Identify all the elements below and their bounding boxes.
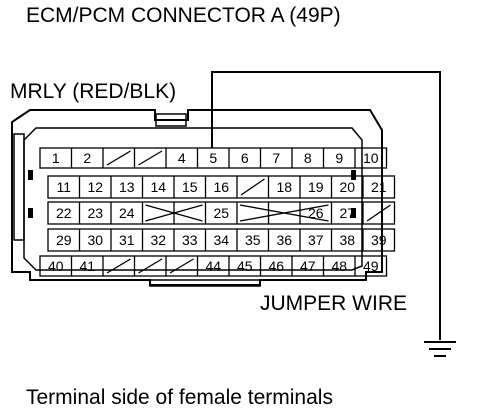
right-notch-bottom xyxy=(351,208,356,218)
terminal-number: 16 xyxy=(213,179,229,195)
terminal-number: 31 xyxy=(119,232,135,248)
empty-terminal-mark xyxy=(106,150,131,166)
terminal-number: 36 xyxy=(276,232,292,248)
empty-terminal-mark xyxy=(145,204,203,222)
empty-terminal-mark xyxy=(138,258,163,274)
terminal-number: 24 xyxy=(119,205,135,221)
terminal-number: 20 xyxy=(339,179,355,195)
empty-terminal-mark xyxy=(106,258,131,274)
empty-terminal-mark xyxy=(169,258,194,274)
terminal-number: 10 xyxy=(363,150,379,166)
wire-label: MRLY (RED/BLK) xyxy=(10,80,177,103)
terminal-number: 12 xyxy=(87,179,103,195)
terminal-number: 29 xyxy=(56,232,72,248)
diagram-title: ECM/PCM CONNECTOR A (49P) xyxy=(26,4,341,27)
empty-terminal-mark xyxy=(138,150,163,166)
terminal-number: 7 xyxy=(272,150,280,166)
left-notch-top xyxy=(28,170,33,180)
terminal-number: 32 xyxy=(150,232,166,248)
terminal-row xyxy=(39,255,388,277)
terminal-number: 39 xyxy=(371,232,387,248)
caption: Terminal side of female terminals xyxy=(26,386,333,409)
terminal-number: 26 xyxy=(308,205,324,221)
left-notch-bottom xyxy=(28,208,33,218)
terminal-number: 9 xyxy=(335,150,343,166)
terminal-number: 19 xyxy=(308,179,324,195)
terminal-row xyxy=(47,175,396,199)
terminal-number: 48 xyxy=(331,258,347,274)
terminal-number: 1 xyxy=(52,150,60,166)
terminal-number: 22 xyxy=(56,205,72,221)
terminal-number: 14 xyxy=(150,179,166,195)
empty-terminal-mark xyxy=(240,178,265,196)
terminal-number: 13 xyxy=(119,179,135,195)
terminal-number: 18 xyxy=(276,179,292,195)
terminal-number: 23 xyxy=(87,205,103,221)
terminal-number: 44 xyxy=(205,258,221,274)
terminal-number: 8 xyxy=(304,150,312,166)
right-notch-top xyxy=(351,170,356,180)
bottom-tab xyxy=(149,279,261,287)
terminal-number: 27 xyxy=(339,205,355,221)
terminal-number: 35 xyxy=(245,232,261,248)
empty-terminal-mark xyxy=(366,204,391,222)
terminal-number: 38 xyxy=(339,232,355,248)
terminal-number: 6 xyxy=(241,150,249,166)
terminal-number: 21 xyxy=(371,179,387,195)
connector-latch xyxy=(155,113,187,127)
jumper-wire xyxy=(211,71,441,340)
terminal-row xyxy=(47,201,396,225)
terminal-number: 2 xyxy=(83,150,91,166)
terminal-number: 30 xyxy=(87,232,103,248)
terminal-number: 40 xyxy=(48,258,64,274)
left-key xyxy=(13,133,25,241)
terminal-number: 41 xyxy=(79,258,95,274)
terminal-number: 33 xyxy=(182,232,198,248)
terminal-number: 5 xyxy=(209,150,217,166)
terminal-number: 45 xyxy=(237,258,253,274)
empty-terminal-mark xyxy=(239,204,329,222)
jumper-wire-label: JUMPER WIRE xyxy=(260,292,407,315)
ground-icon xyxy=(424,341,456,357)
terminal-number: 4 xyxy=(178,150,186,166)
terminal-row xyxy=(39,147,388,169)
terminal-number: 34 xyxy=(213,232,229,248)
terminal-number: 47 xyxy=(300,258,316,274)
terminal-number: 15 xyxy=(182,179,198,195)
terminal-number: 11 xyxy=(56,179,71,195)
terminal-number: 25 xyxy=(213,205,229,221)
terminal-number: 37 xyxy=(308,232,324,248)
terminal-row xyxy=(47,228,396,252)
connector-housing xyxy=(11,109,383,286)
terminal-number: 49 xyxy=(363,258,379,274)
terminal-number: 46 xyxy=(268,258,284,274)
